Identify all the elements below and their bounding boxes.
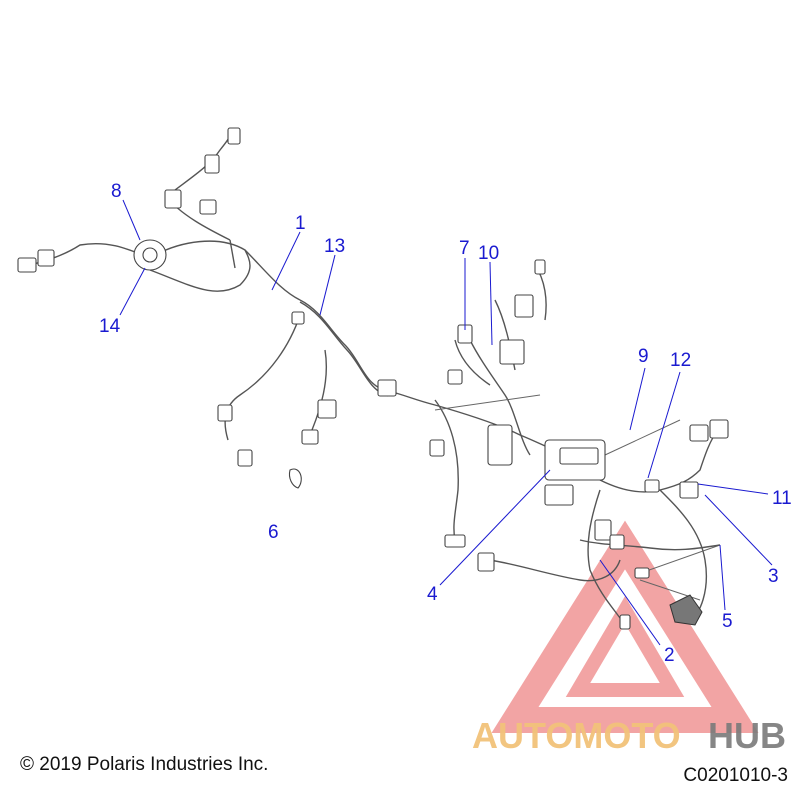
callout-6: 6 bbox=[268, 522, 279, 543]
callout-4: 4 bbox=[427, 584, 438, 605]
watermark-text: AUTOMOTO HUB bbox=[472, 715, 786, 756]
watermark-part1: AUTOMOTO bbox=[472, 715, 681, 756]
callout-10: 10 bbox=[478, 243, 499, 264]
copyright-text: © 2019 Polaris Industries Inc. bbox=[20, 754, 269, 775]
watermark-logo bbox=[491, 520, 759, 733]
callout-11: 11 bbox=[772, 488, 792, 509]
callout-7: 7 bbox=[459, 238, 470, 259]
callout-5: 5 bbox=[722, 611, 733, 632]
callout-2: 2 bbox=[664, 645, 675, 666]
callout-9: 9 bbox=[638, 346, 649, 367]
callout-8: 8 bbox=[111, 181, 122, 202]
callout-12: 12 bbox=[670, 350, 691, 371]
callout-labels: 1 2 3 4 5 6 7 8 9 10 11 12 13 14 bbox=[99, 181, 792, 666]
callout-leaders bbox=[119, 199, 773, 646]
callout-13: 13 bbox=[324, 236, 345, 257]
callout-1: 1 bbox=[295, 213, 306, 234]
connectors bbox=[17, 127, 729, 630]
callout-3: 3 bbox=[768, 566, 779, 587]
drawing-id: C0201010-3 bbox=[683, 765, 788, 786]
callout-14: 14 bbox=[99, 316, 121, 337]
watermark-part2: HUB bbox=[708, 715, 786, 756]
